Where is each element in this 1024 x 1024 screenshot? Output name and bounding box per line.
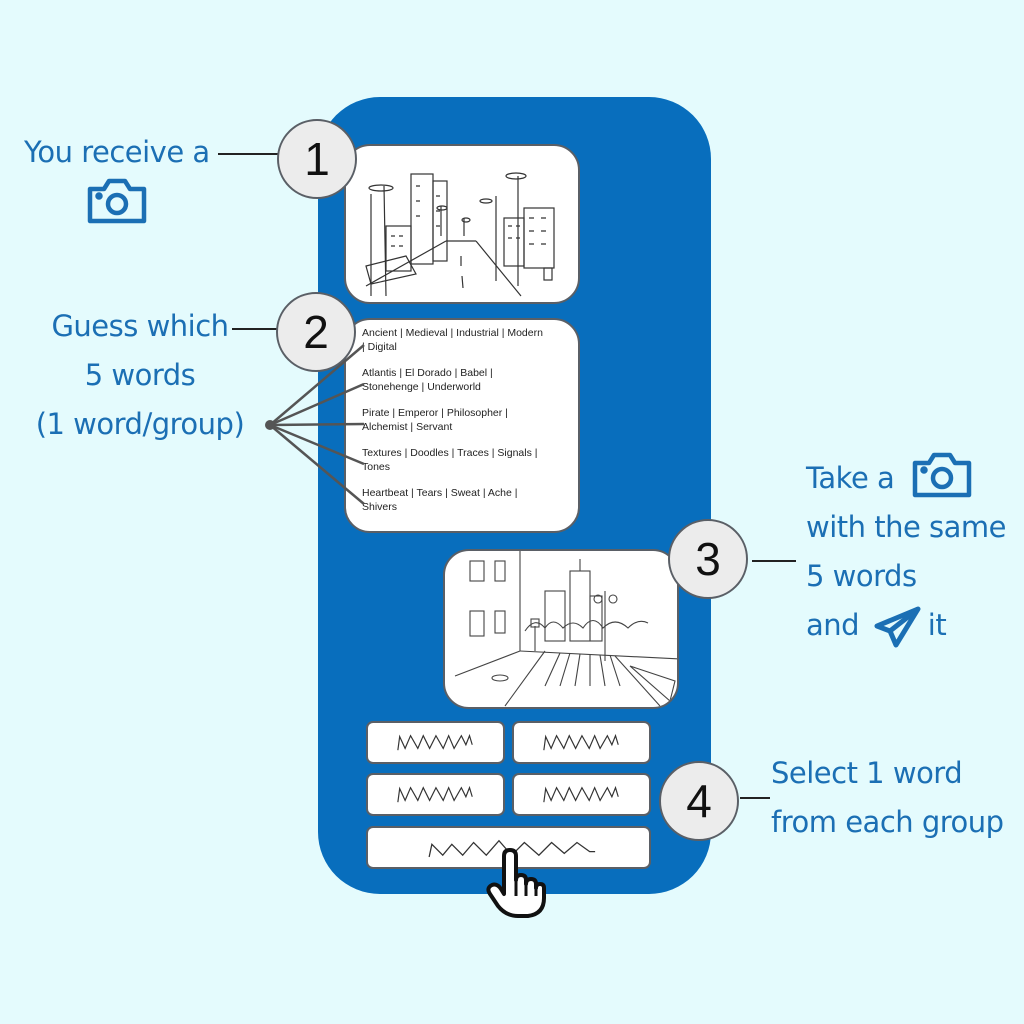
- step-1-text: You receive a: [24, 135, 210, 169]
- step-2-label: Guess which 5 words (1 word/group): [20, 302, 260, 449]
- connector-line-2: [232, 328, 277, 330]
- step-3-text-line: it: [927, 608, 947, 642]
- word-button-1[interactable]: [366, 721, 505, 764]
- step-number: 1: [304, 133, 330, 185]
- step-4-text-line: Select 1 word: [771, 756, 963, 790]
- scribble: [543, 733, 619, 751]
- word-group-3[interactable]: Pirate | Emperor | Philosopher |Alchemis…: [362, 407, 572, 434]
- word-group-text: Alchemist | Servant: [362, 420, 453, 433]
- word-group-text: Textures | Doodles | Traces | Signals |: [362, 447, 538, 459]
- word-button-3[interactable]: [366, 773, 505, 816]
- step-1-badge: 1: [277, 119, 357, 199]
- step-2-badge: 2: [276, 292, 356, 372]
- word-button-2[interactable]: [512, 721, 651, 764]
- step-1-label: You receive a: [24, 128, 210, 177]
- step-3-text-line: with the same: [806, 510, 1007, 544]
- connector-line-3: [752, 560, 796, 562]
- step-number: 2: [303, 306, 329, 358]
- step-number: 4: [686, 775, 712, 827]
- word-group-text: Stonehenge | Underworld: [362, 380, 481, 393]
- connector-line-1: [218, 153, 278, 155]
- step-3-text-line: and: [806, 608, 860, 642]
- taken-photo-card[interactable]: [443, 549, 679, 709]
- camera-icon: [912, 452, 972, 498]
- word-group-text: Heartbeat | Tears | Sweat | Ache |: [362, 487, 518, 499]
- city-street-sketch: [365, 172, 555, 297]
- word-group-2[interactable]: Atlantis | El Dorado | Babel |Stonehenge…: [362, 367, 572, 394]
- hand-pointer-icon: [486, 848, 546, 918]
- word-group-4[interactable]: Textures | Doodles | Traces | Signals |T…: [362, 447, 572, 474]
- city-crossing-sketch: [454, 551, 677, 707]
- word-group-text: Ancient | Medieval | Industrial | Modern: [362, 327, 543, 339]
- word-group-1[interactable]: Ancient | Medieval | Industrial | Modern…: [362, 327, 572, 354]
- step-2-text-line: 5 words: [84, 358, 196, 392]
- word-group-text: Atlantis | El Dorado | Babel |: [362, 367, 493, 379]
- connector-line-4: [740, 797, 770, 799]
- step-2-text-line: (1 word/group): [35, 407, 245, 441]
- word-group-text: Tones: [362, 460, 391, 473]
- paper-plane-icon: [874, 606, 921, 648]
- step-4-badge: 4: [659, 761, 739, 841]
- step-2-text-line: Guess which: [51, 309, 229, 343]
- camera-icon: [87, 178, 147, 224]
- scribble: [397, 733, 473, 751]
- word-groups-list: Ancient | Medieval | Industrial | Modern…: [362, 327, 572, 527]
- received-photo-card[interactable]: [344, 144, 580, 304]
- word-group-text: | Digital: [362, 340, 397, 353]
- word-groups-card: [344, 318, 580, 533]
- step-3-label: Take a with the same 5 words and it: [806, 452, 1007, 650]
- step-3-badge: 3: [668, 519, 748, 599]
- word-group-text: Shivers: [362, 500, 398, 513]
- scribble: [543, 785, 619, 803]
- step-3-text-line: 5 words: [806, 559, 917, 593]
- step-3-text-line: Take a: [806, 461, 895, 495]
- word-group-text: Pirate | Emperor | Philosopher |: [362, 407, 508, 419]
- scribble: [397, 785, 473, 803]
- word-group-5[interactable]: Heartbeat | Tears | Sweat | Ache |Shiver…: [362, 487, 572, 514]
- scribble: [428, 839, 596, 858]
- word-button-4[interactable]: [512, 773, 651, 816]
- step-number: 3: [695, 533, 721, 585]
- step-4-text-line: from each group: [771, 805, 1004, 839]
- step-4-label: Select 1 word from each group: [771, 749, 1004, 847]
